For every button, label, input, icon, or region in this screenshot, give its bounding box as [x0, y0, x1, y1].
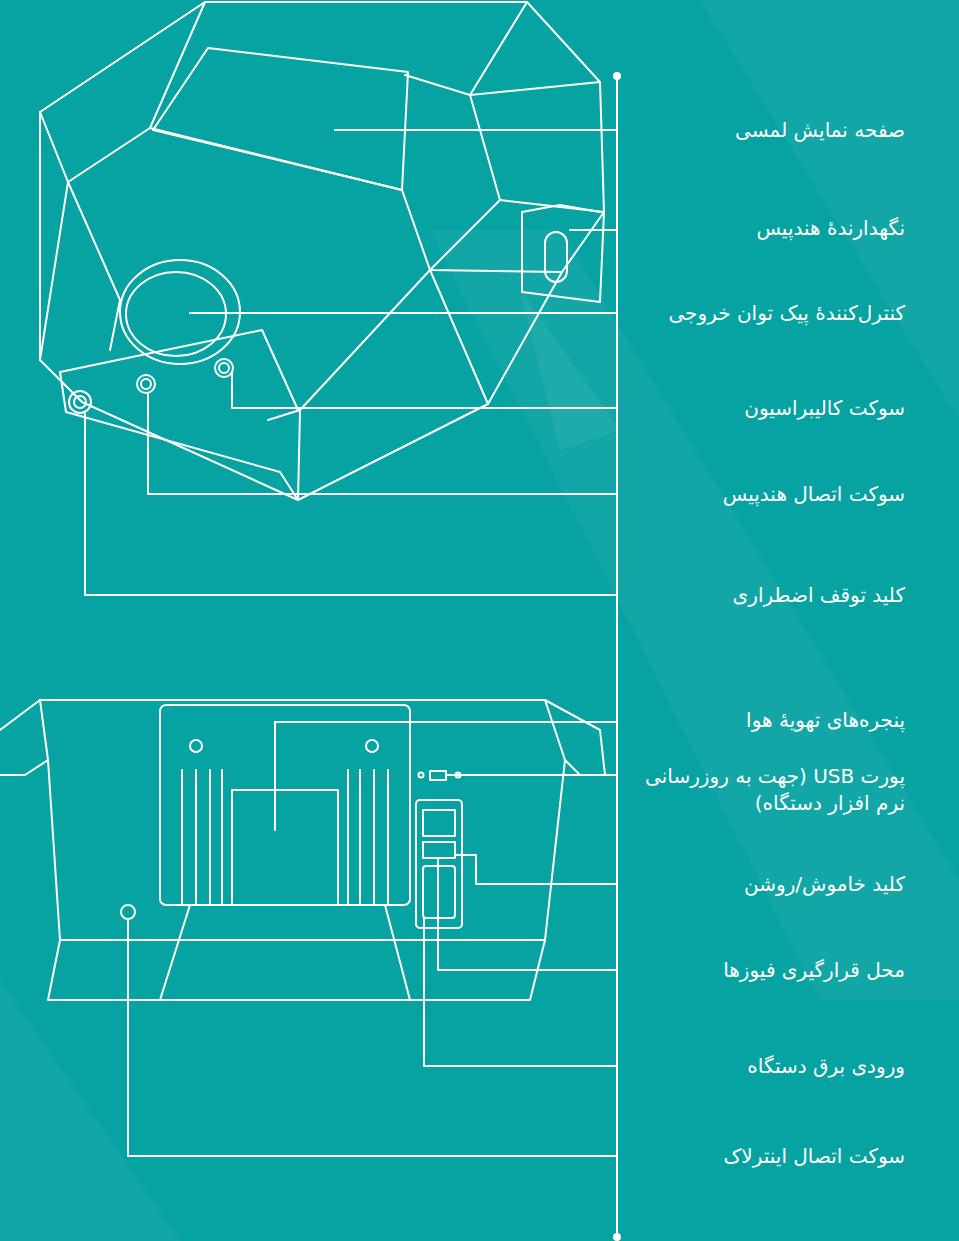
- heatsink-fins: [182, 770, 388, 905]
- heatsink-fin: [209, 770, 211, 905]
- heatsink-fin: [387, 770, 389, 905]
- part-label: کلید خاموش/روشن: [744, 871, 905, 898]
- part-label: پنجره‌های تهویهٔ هوا: [746, 707, 905, 734]
- device-front: [40, 2, 604, 500]
- heatsink-fin: [195, 770, 197, 905]
- heatsink-fin: [181, 770, 183, 905]
- axis-dot: [613, 1233, 621, 1241]
- part-label: کلید توقف اضطراری: [733, 582, 905, 609]
- part-label: صفحه نمایش لمسی: [735, 117, 905, 144]
- heatsink-fin: [347, 770, 349, 905]
- device-back: [0, 700, 605, 1000]
- part-label: نگهدارندهٔ هندپیس: [756, 215, 905, 242]
- heatsink-fin: [221, 770, 223, 905]
- heatsink-fin: [373, 770, 375, 905]
- part-label: ورودی برق دستگاه: [747, 1053, 905, 1080]
- part-label: سوکت کالیبراسیون: [744, 395, 905, 422]
- part-label: پورت USB (جهت به روزرسانی نرم افزار دستگ…: [630, 763, 905, 817]
- part-label: محل قرارگیری فیوزها: [723, 957, 905, 984]
- axis-dot: [613, 72, 621, 80]
- part-label: کنترل‌کنندهٔ پیک توان خروجی: [668, 300, 905, 327]
- part-label: سوکت اتصال اینترلاک: [723, 1143, 905, 1170]
- leader-lines: [85, 76, 617, 1237]
- part-label: سوکت اتصال هندپیس: [723, 481, 905, 508]
- heatsink-fin: [359, 770, 361, 905]
